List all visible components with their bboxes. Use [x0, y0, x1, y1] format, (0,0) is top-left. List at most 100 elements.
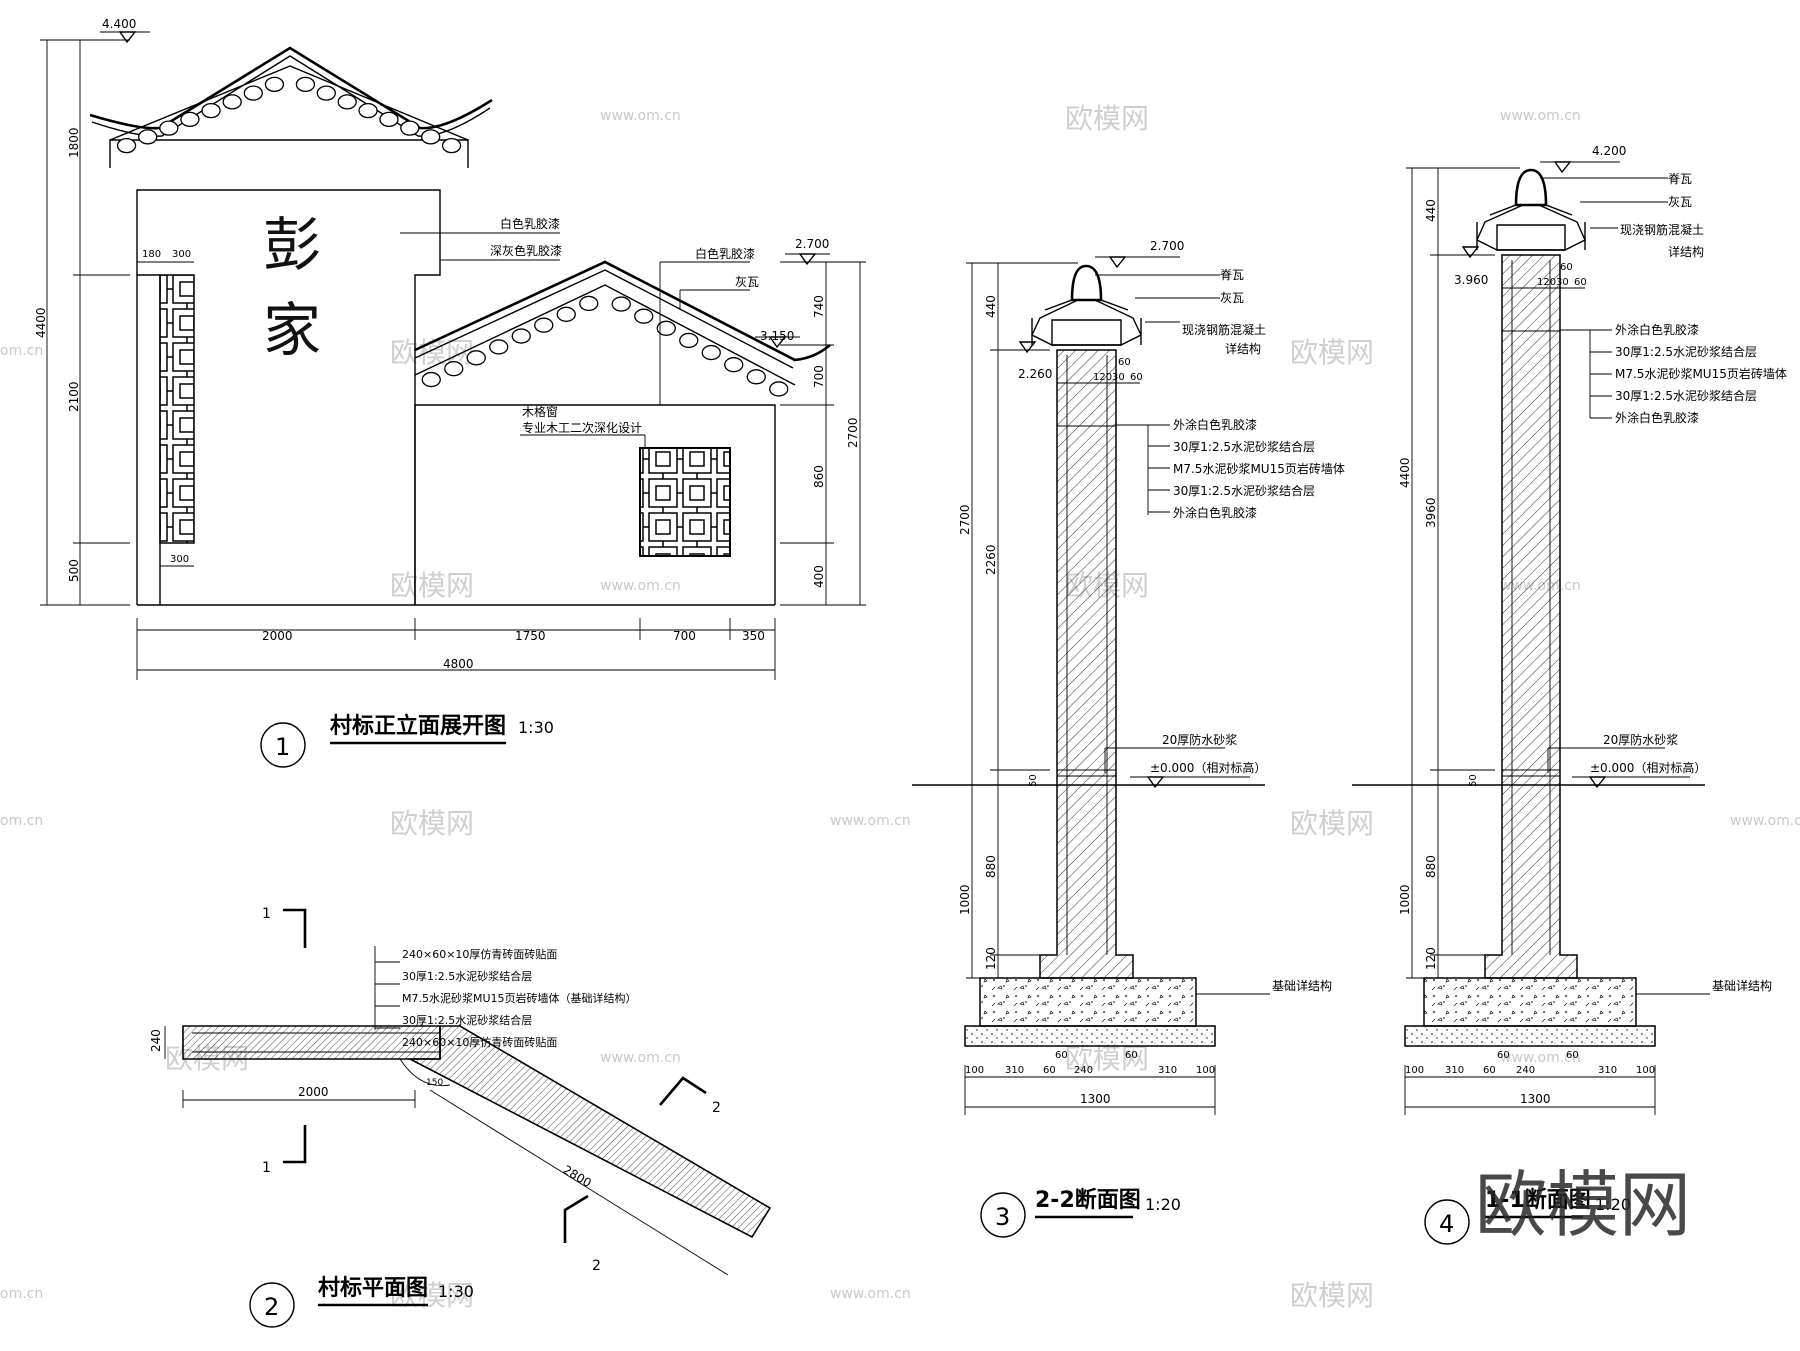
elevation-label: ±0.000（相对标高） [1150, 760, 1266, 775]
plan-wall-angled [409, 1025, 772, 1239]
dim-label: 400 [812, 565, 826, 588]
dim-label: 120 [1093, 372, 1112, 383]
dim-label: 2260 [984, 544, 998, 575]
dim-label: 700 [673, 629, 696, 643]
watermark-url: www.om.cn [1500, 1050, 1581, 1066]
cut-label: 2 [712, 1100, 721, 1116]
dim-label: 300 [172, 249, 191, 260]
elevation-label: 4.200 [1592, 144, 1626, 158]
roof-tile [222, 94, 242, 110]
cap-label: 详结构 [1668, 244, 1704, 259]
label-white-paint: 白色乳胶漆 [500, 216, 560, 231]
dim-label: 60 [1125, 1050, 1138, 1061]
wall-label: 外涂白色乳胶漆 [1615, 322, 1699, 337]
watermark-url: www.om.cn [830, 813, 911, 829]
dim-label: 440 [1424, 199, 1438, 222]
sign-char: 彭 [263, 211, 321, 279]
roof-tile [634, 308, 654, 324]
cut-label: 2 [592, 1258, 601, 1274]
cap-label: 灰瓦 [1668, 195, 1692, 209]
roof-tile [724, 357, 744, 373]
pillar-cap [1476, 168, 1586, 251]
roof-tile [243, 85, 263, 101]
roof-tile [358, 102, 378, 119]
dim-label: 2000 [262, 629, 293, 643]
dim-label: 60 [1055, 1050, 1068, 1061]
roof-tile [444, 361, 464, 377]
right-dimension-chain: 740 700 860 400 2700 2.700 3.150 [755, 237, 866, 606]
label-window: 木格窗 [522, 404, 558, 419]
bottom-dimension-chain: 2000 1750 700 350 4800 [136, 618, 776, 680]
section-cut-marker [563, 1194, 589, 1243]
elevation-label: 2.260 [1018, 367, 1052, 381]
dim-label: 120 [1424, 947, 1438, 970]
watermark-url: www.om.cn [600, 1050, 681, 1066]
drawing-scale: 1:30 [518, 718, 554, 737]
dim-label: 30 [1112, 372, 1125, 383]
dim-label: 240 [1516, 1065, 1535, 1076]
dim-label: 60 [1043, 1065, 1056, 1076]
watermark-logo: 欧模网 [390, 1279, 474, 1312]
roof-tile [656, 320, 676, 336]
section-bottom-dims: 100 310 60 60 240 60 310 100 1300 [964, 1050, 1216, 1115]
drawing-scale: 1:20 [1595, 1195, 1631, 1214]
gravel-base [964, 1025, 1216, 1047]
dim-label: 440 [984, 295, 998, 318]
section-2-2-drawing: 440 2260 2700 50 880 120 1000 2.700 2.26… [912, 239, 1345, 1238]
drawing-number-circle [260, 722, 306, 768]
roof-tile [534, 317, 554, 333]
elevation-label: 4.400 [102, 17, 136, 31]
roof-tile [116, 137, 137, 154]
roof-tile [769, 381, 789, 397]
cap-label: 脊瓦 [1220, 268, 1244, 282]
roof-tile [295, 76, 316, 93]
watermark-logo: 欧模网 [1065, 102, 1149, 135]
roof-tile [400, 120, 420, 136]
dim-label: 240 [149, 1029, 163, 1052]
roof-tile [746, 369, 766, 385]
elevation-marker [118, 31, 137, 44]
drawing-number-circle [1424, 1199, 1470, 1245]
layer-label: 30厚1:2.5水泥砂浆结合层 [402, 1013, 532, 1027]
dim-label: 60 [1497, 1050, 1510, 1061]
cap-label: 现浇钢筋混凝土 [1620, 222, 1704, 237]
watermark-url: om.cn [0, 1286, 43, 1302]
roof-tile [379, 111, 399, 128]
elevation-label: 2.700 [1150, 239, 1184, 253]
plan-drawing: 150 240 2000 2800 1 1 2 2 240×60×10厚仿青砖面… [149, 906, 772, 1328]
cap-label: 现浇钢筋混凝土 [1182, 322, 1266, 337]
dim-label: 60 [1566, 1050, 1579, 1061]
dim-label: 700 [812, 365, 826, 388]
dim-label: 2700 [958, 504, 972, 535]
layer-label: M7.5水泥砂浆MU15页岩砖墙体（基础详结构） [402, 991, 637, 1005]
watermark-url: www.om.cn [600, 578, 681, 594]
layer-label: 30厚1:2.5水泥砂浆结合层 [402, 969, 532, 983]
dim-label: 60 [1483, 1065, 1496, 1076]
layer-label: 240×60×10厚仿青砖面砖贴面 [402, 947, 557, 961]
dim-label: 60 [1574, 277, 1587, 288]
drawing-title: 村标平面图 [318, 1275, 428, 1301]
watermark-logo: 欧模网 [390, 807, 474, 840]
dim-label: 180 [142, 249, 161, 260]
roof-tile [180, 111, 200, 128]
roof-tile [611, 296, 631, 312]
elevation-label: 3.150 [760, 329, 794, 343]
roof-tile [466, 350, 486, 366]
pillar-cap [1031, 264, 1142, 346]
drawing-title: 2-2断面图 [1035, 1187, 1141, 1213]
label-grey-tile: 灰瓦 [735, 275, 759, 289]
dim-label: 120 [984, 947, 998, 970]
section-left-dims: 440 3960 4400 50 880 120 1000 [1398, 167, 1520, 979]
dim-label: 2700 [846, 417, 860, 448]
foundation-block [1423, 977, 1637, 1027]
dim-label: 350 [742, 629, 765, 643]
dim-label: 30 [1556, 277, 1569, 288]
cap-label: 脊瓦 [1668, 172, 1692, 186]
watermark-url: www.om.cn [1730, 813, 1800, 829]
watermark-url: om.cn [0, 813, 43, 829]
dim-label: 1000 [1398, 884, 1412, 915]
dim-label: 500 [67, 559, 81, 582]
dim-label: 150 [426, 1078, 443, 1088]
dim-label: 100 [1405, 1065, 1424, 1076]
big-watermark-logo: 欧模网 [1475, 1163, 1691, 1247]
